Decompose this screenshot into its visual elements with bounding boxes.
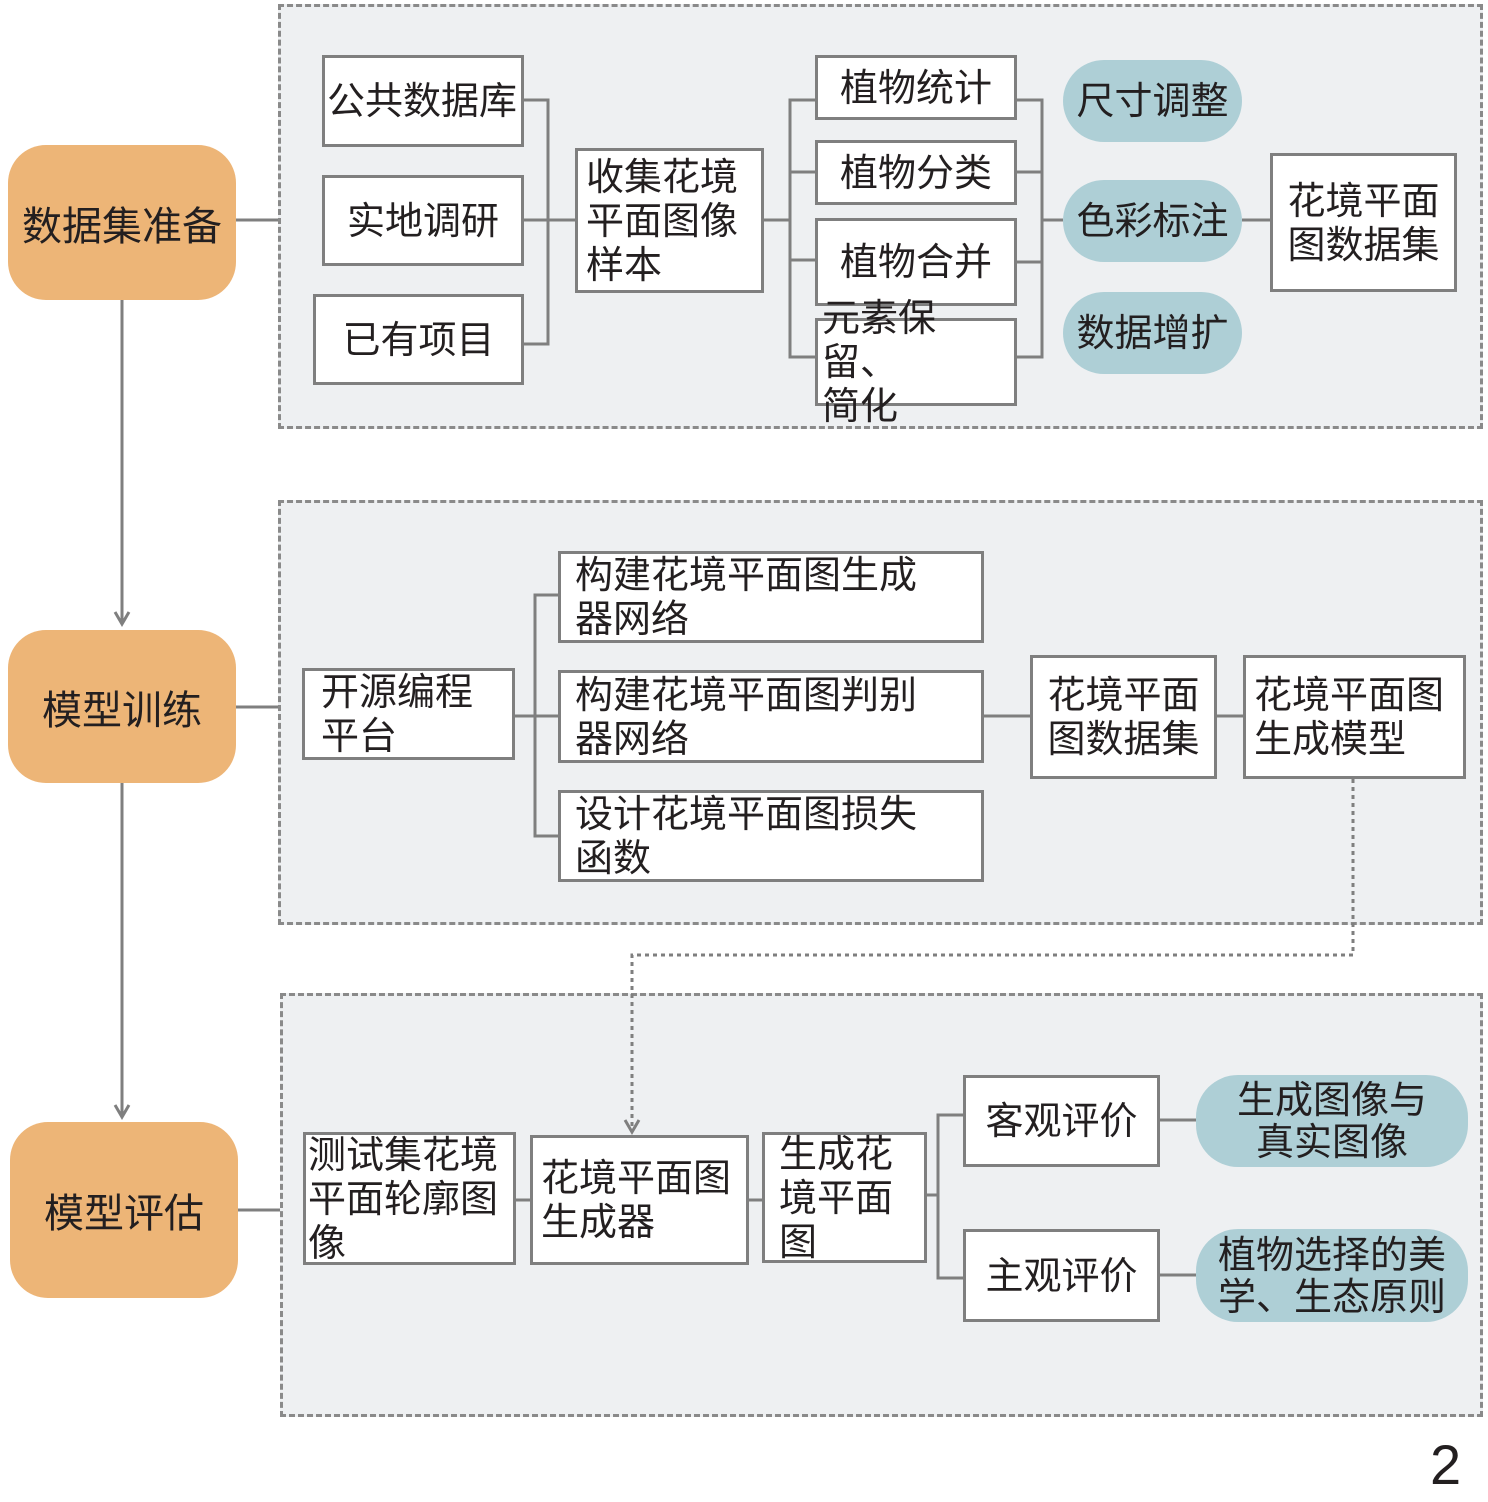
generation-model: 花境平面图 生成模型 bbox=[1243, 655, 1466, 779]
build-discriminator: 构建花境平面图判别 器网络 bbox=[558, 670, 984, 763]
stage-model-evaluation: 模型评估 bbox=[10, 1122, 238, 1298]
test-set-input: 测试集花境 平面轮廓图 像 bbox=[303, 1132, 516, 1265]
process-plant-classify: 植物分类 bbox=[815, 140, 1017, 205]
collect-samples: 收集花境 平面图像 样本 bbox=[575, 148, 764, 293]
objective-eval: 客观评价 bbox=[963, 1075, 1160, 1167]
figure-label: 2 bbox=[1430, 1433, 1462, 1496]
train-dataset: 花境平面 图数据集 bbox=[1030, 655, 1217, 779]
generated-plan: 生成花 境平面 图 bbox=[762, 1132, 927, 1264]
stage-model-training: 模型训练 bbox=[8, 630, 236, 783]
plan-generator: 花境平面图 生成器 bbox=[530, 1135, 749, 1265]
op-resize: 尺寸调整 bbox=[1063, 60, 1242, 142]
source-field-survey: 实地调研 bbox=[322, 175, 524, 266]
process-plant-merge: 植物合并 bbox=[815, 218, 1017, 306]
design-loss: 设计花境平面图损失 函数 bbox=[558, 790, 984, 882]
op-augment: 数据增扩 bbox=[1063, 292, 1242, 374]
process-plant-stats: 植物统计 bbox=[815, 55, 1017, 120]
build-generator: 构建花境平面图生成 器网络 bbox=[558, 551, 984, 643]
objective-criteria: 生成图像与 真实图像 bbox=[1196, 1075, 1468, 1167]
source-public-db: 公共数据库 bbox=[322, 55, 524, 147]
subjective-criteria: 植物选择的美 学、生态原则 bbox=[1196, 1229, 1468, 1322]
open-source-platform: 开源编程 平台 bbox=[302, 668, 515, 760]
op-color-label: 色彩标注 bbox=[1063, 180, 1242, 262]
stage-dataset-prep: 数据集准备 bbox=[8, 145, 236, 300]
source-existing-projects: 已有项目 bbox=[313, 294, 524, 385]
process-simplify: 元素保留、 简化 bbox=[815, 296, 1017, 428]
prep-dataset: 花境平面 图数据集 bbox=[1270, 153, 1457, 292]
subjective-eval: 主观评价 bbox=[963, 1229, 1160, 1322]
